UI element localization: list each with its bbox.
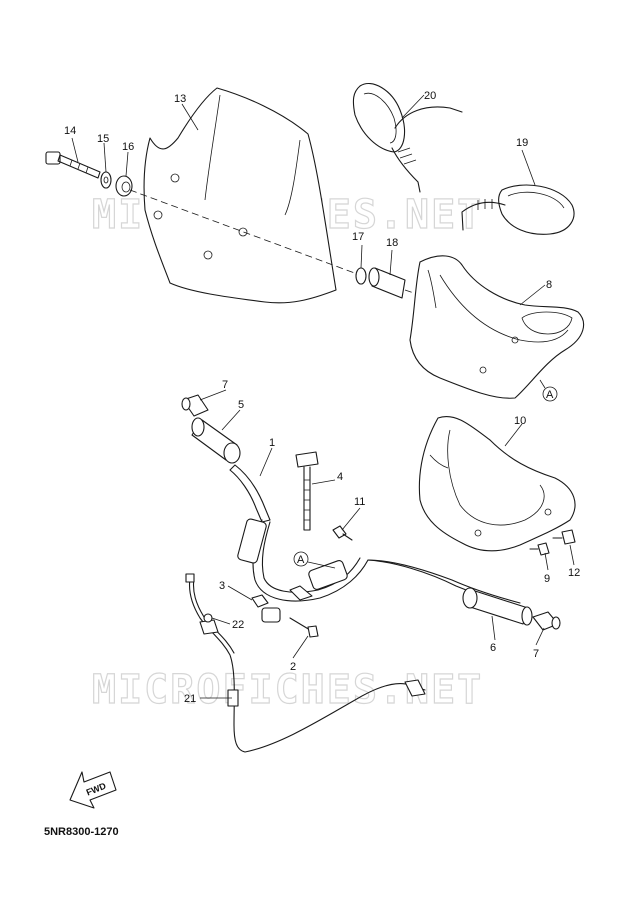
screw-part-11[interactable] [332, 525, 353, 541]
grommet-part-16[interactable] [115, 175, 133, 197]
nut-part-3[interactable] [251, 594, 269, 608]
callout-13: 13 [174, 93, 186, 105]
bolt-part-14[interactable] [45, 151, 101, 179]
mirror-right-part[interactable] [461, 184, 575, 235]
mirror-left-part[interactable] [352, 83, 463, 193]
handle-cover-front-part[interactable] [409, 255, 585, 399]
washer-part-17[interactable] [355, 267, 367, 285]
callout-17: 17 [352, 231, 364, 243]
callout-3: 3 [219, 580, 225, 592]
callout-19: 19 [516, 137, 528, 149]
holder-bracket-part[interactable] [261, 607, 281, 623]
callout-9: 9 [544, 573, 550, 585]
handle-cover-rear-part[interactable] [418, 416, 576, 552]
grip-left-part[interactable] [191, 417, 241, 464]
fwd-arrow-icon: FWD [69, 771, 117, 809]
windshield-part[interactable] [143, 87, 337, 304]
handlebar-part[interactable] [229, 464, 523, 613]
reference-marker-a-top: A [539, 379, 558, 402]
callout-numbers: 13 14 15 16 20 19 17 18 8 7 5 10 1 4 11 … [64, 90, 580, 705]
bolt-part-2[interactable] [289, 617, 319, 638]
callout-2: 2 [290, 661, 296, 673]
callout-22: 22 [232, 619, 244, 631]
callout-15: 15 [97, 133, 109, 145]
callout-6: 6 [490, 642, 496, 654]
svg-text:A: A [297, 554, 305, 566]
callout-7-left: 7 [222, 379, 228, 391]
svg-text:A: A [546, 389, 554, 401]
reference-marker-a-bottom: A [293, 551, 336, 569]
diagram-code: 5NR8300-1270 [44, 826, 119, 838]
callout-4: 4 [337, 471, 343, 483]
assembly-line-windshield [129, 189, 361, 276]
callout-14: 14 [64, 125, 76, 137]
callout-21: 21 [184, 693, 196, 705]
callout-8: 8 [546, 279, 552, 291]
callout-16: 16 [122, 141, 134, 153]
callout-7-right: 7 [533, 648, 539, 660]
callout-5: 5 [238, 399, 244, 411]
grip-right-part[interactable] [462, 587, 533, 626]
leader-lines [71, 94, 575, 699]
cable-tie-part[interactable] [295, 451, 319, 531]
end-weight-right-part[interactable] [532, 611, 561, 631]
screw-part-9[interactable] [529, 542, 550, 556]
callout-20: 20 [424, 90, 436, 102]
callout-1: 1 [269, 437, 275, 449]
washer-part-15[interactable] [100, 171, 112, 189]
callout-12: 12 [568, 567, 580, 579]
screw-part-12[interactable] [552, 529, 576, 545]
callout-18: 18 [386, 237, 398, 249]
collar-part-18[interactable] [368, 267, 406, 299]
throttle-cable-part[interactable] [185, 573, 426, 753]
callout-11: 11 [354, 496, 365, 508]
callout-10: 10 [514, 415, 526, 427]
end-weight-left-part[interactable] [181, 394, 209, 417]
adjuster-part-22[interactable] [203, 613, 213, 623]
